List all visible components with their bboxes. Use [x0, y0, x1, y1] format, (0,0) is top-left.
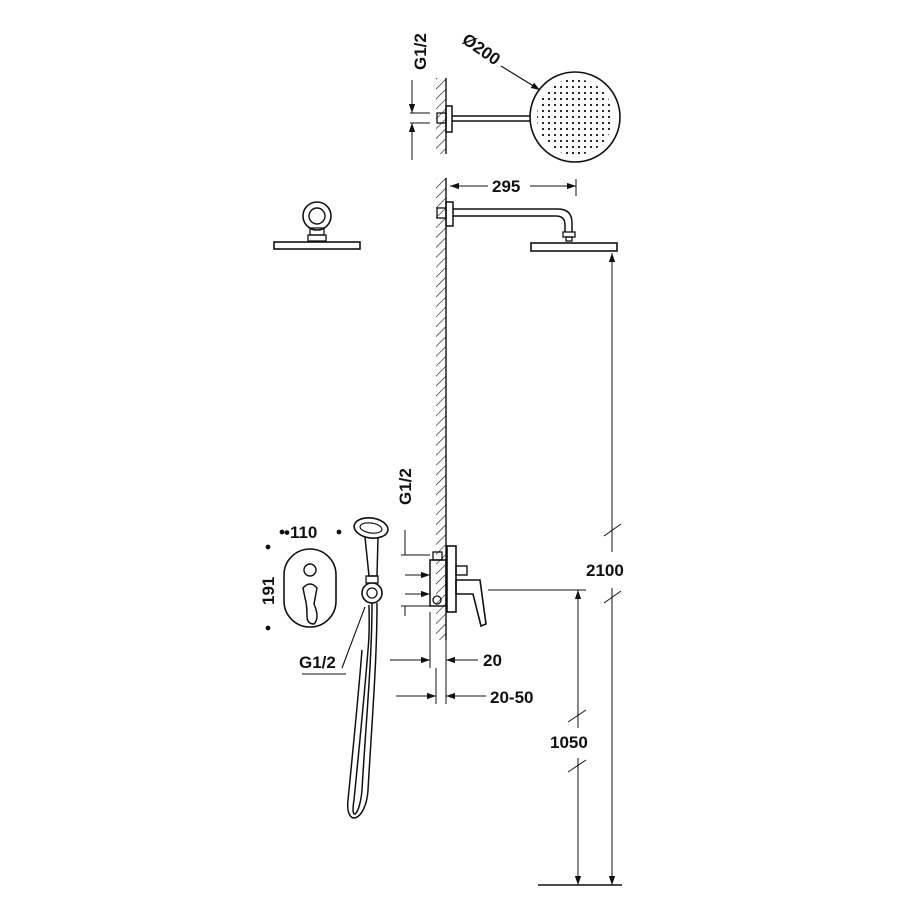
hand-shower-handle — [364, 536, 379, 577]
wall-depth-range-label: 20-50 — [490, 688, 533, 707]
shower-hose — [352, 602, 373, 815]
mixer-thread-label: G1/2 — [396, 468, 415, 505]
head-diameter-label: Ø200 — [459, 30, 504, 69]
hand-shower-head — [353, 517, 389, 539]
arm-wall-flange — [445, 201, 454, 227]
plate-outline — [283, 548, 337, 628]
hand-shower-assembly: G1/2 — [299, 517, 389, 819]
mixer-wall-plate — [446, 545, 457, 613]
shower-arm — [453, 208, 573, 232]
shower-head-side — [530, 242, 618, 252]
side-elevation: 295 G1/2 20 20-50 2100 — [390, 177, 630, 886]
shower-height-label: 2100 — [586, 561, 624, 580]
wall-flange-top — [445, 105, 453, 133]
plate-height-label: 191 — [259, 577, 278, 605]
hose-wall-connector — [361, 582, 383, 604]
wall-section — [436, 178, 446, 640]
plate-width-label: •110 — [284, 523, 317, 542]
arm-length-label: 295 — [492, 177, 520, 196]
hose-thread-label: G1/2 — [299, 653, 336, 672]
top-view: G1/2 Ø200 — [408, 30, 621, 163]
mixer-height-label: 1050 — [550, 733, 588, 752]
top-thread-label: G1/2 — [411, 33, 430, 70]
head-front-view — [273, 201, 361, 250]
mixer-plate-front-view: •110 191 — [259, 523, 342, 631]
mixer-lever — [455, 579, 487, 628]
wall-depth-20-label: 20 — [483, 651, 502, 670]
plate-lever — [302, 583, 318, 625]
wall-section-top — [436, 78, 446, 154]
head-plate-front — [273, 241, 361, 250]
